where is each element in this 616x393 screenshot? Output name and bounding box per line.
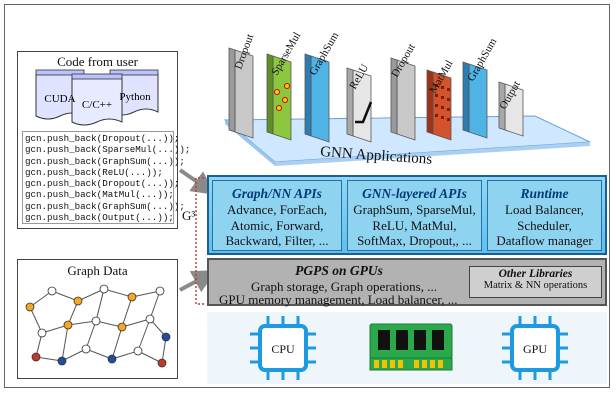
gnn-applications-illustration: Dropout SparseMul GraphSum ReLU Dropout … [223, 30, 591, 168]
code-line: gcn.push_back(Dropout(...)); [25, 133, 180, 144]
pgps-title: PGPS on GPUs [295, 263, 383, 278]
gpu-chip-icon: GPU [502, 316, 568, 380]
code-line: gcn.push_back(GraphSum(...)); [25, 200, 185, 212]
pgps-line: Graph storage, Graph operations, ... [251, 279, 437, 294]
gnn-applications-label: GNN Applications [320, 144, 433, 168]
pgps-line: GPU memory management, Load balancer, ..… [219, 292, 458, 307]
code-line: gcn.push_back(MatMul(...)); [25, 189, 174, 201]
language-documents: CUDA Python C/C++ [35, 69, 159, 126]
graph-nn-apis-line: Atomic, Forward, [230, 217, 324, 233]
other-libraries-title: Other Libraries [498, 268, 573, 280]
memory-module-icon [369, 323, 453, 371]
gnn-layered-apis-box: GNN-layered APIs GraphSum, SparseMul, Re… [347, 180, 482, 251]
graph-nn-apis-line: Backward, Filter, ... [225, 233, 329, 248]
other-libraries-box: Other Libraries Matrix & NN operations [469, 266, 602, 298]
lang-cuda: CUDA [44, 93, 75, 105]
gnn-layered-apis-line: ReLU, MatMul, [372, 217, 457, 233]
g3-bracket [195, 177, 204, 305]
runtime-title: Runtime [520, 186, 569, 201]
runtime-line: Scheduler, [517, 217, 572, 233]
code-line: gcn.push_back(ReLU(...)); [25, 166, 163, 178]
code-panel-title: Code from user [57, 54, 138, 69]
code-arrow [178, 168, 216, 195]
gnn-layered-apis-title: GNN-layered APIs [362, 186, 467, 201]
graph-illustration [25, 284, 171, 368]
relu-icon [355, 101, 373, 124]
graph-nn-apis-box: Graph/NN APIs Advance, ForEach, Atomic, … [212, 180, 342, 251]
code-line: gcn.push_back(SparseMul(...)); [25, 144, 191, 156]
cpu-label: CPU [271, 342, 295, 356]
graph-nn-apis-title: Graph/NN APIs [232, 186, 322, 201]
gnn-layered-apis-line: SoftMax, Dropout,, ... [357, 233, 472, 248]
layer-graph-icon [274, 83, 290, 111]
matmul-grid-icon [435, 84, 450, 121]
g3-label: G³ [182, 208, 196, 223]
cpp-doc-icon [71, 73, 123, 126]
pgps-layer: PGPS on GPUs Graph storage, Graph operat… [207, 258, 607, 307]
lang-cpp: C/C++ [82, 99, 112, 111]
graph-data-title: Graph Data [67, 263, 128, 278]
code-line: gcn.push_back(Dropout(...)); [25, 178, 180, 190]
runtime-line: Load Balancer, [505, 202, 584, 217]
graph-nn-apis-line: Advance, ForEach, [227, 202, 327, 217]
figure-frame [4, 4, 610, 388]
gpu-label: GPU [523, 342, 547, 356]
api-layer: Graph/NN APIs Advance, ForEach, Atomic, … [207, 175, 607, 255]
code-line: gcn.push_back(GraphSum(...)); [25, 155, 185, 167]
lang-python: Python [119, 91, 151, 103]
runtime-line: Dataflow manager [496, 233, 593, 248]
gnn-layered-apis-line: GraphSum, SparseMul, [353, 202, 476, 217]
other-libraries-subtitle: Matrix & NN operations [483, 280, 588, 291]
graph-arrow [179, 270, 217, 293]
code-listing: gcn.push_back(Dropout(...)); gcn.push_ba… [22, 131, 191, 224]
cpu-chip-icon: CPU [250, 316, 316, 380]
code-line: gcn.push_back(Output(...)); [25, 212, 174, 224]
runtime-box: Runtime Load Balancer, Scheduler, Datafl… [487, 180, 602, 251]
